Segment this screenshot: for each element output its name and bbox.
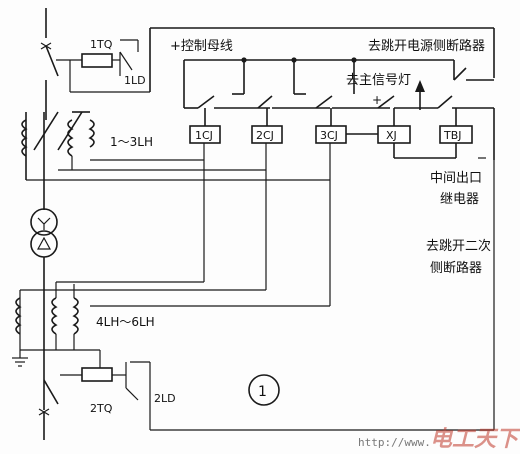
ct-lower-label: 4LH～6LH [96, 315, 155, 329]
tq2-coil [60, 160, 495, 431]
relay-2cj-label: 2CJ [256, 129, 274, 142]
relay-xj-label: XJ [386, 129, 397, 142]
plus-label: + [372, 93, 382, 107]
ld1-label: 1LD [124, 74, 146, 87]
tq1-label: 1TQ [90, 38, 113, 51]
relay-3cj-label: 3CJ [320, 129, 338, 142]
circled-number-label: 1 [258, 384, 267, 400]
ld2-label: 2LD [154, 392, 176, 405]
tq2-label: 2TQ [90, 402, 113, 415]
circled-number [248, 374, 280, 406]
signal-lamp-label: 去主信号灯 [346, 73, 411, 88]
signal-arrow [415, 80, 425, 110]
mid-relay-label-1: 中间出口 [430, 171, 482, 186]
control-bus [149, 27, 495, 92]
watermark: 电工天下 [430, 426, 520, 452]
trip-source-label: 去跳开电源侧断路器 [368, 38, 485, 54]
trip-secondary-label-2: 侧断路器 [430, 260, 482, 276]
relay-tbj-label: TBJ [443, 129, 462, 142]
trip-secondary-label-1: 去跳开二次 [426, 238, 491, 254]
transformer [30, 200, 58, 410]
relay-contact-row [183, 60, 495, 160]
ct-upper [21, 111, 331, 200]
url-text: http://www. [358, 436, 431, 449]
relay-1cj-label: 1CJ [195, 129, 213, 142]
ct-upper-label: 1～3LH [110, 135, 153, 149]
ct-lower [12, 160, 331, 367]
relay-connections [204, 108, 486, 159]
tq1-coil [56, 39, 150, 93]
main-line-bottom [38, 379, 59, 440]
bus-label: +控制母线 [170, 39, 233, 54]
mid-relay-label-2: 继电器 [440, 192, 479, 207]
main-line-top [40, 8, 59, 120]
